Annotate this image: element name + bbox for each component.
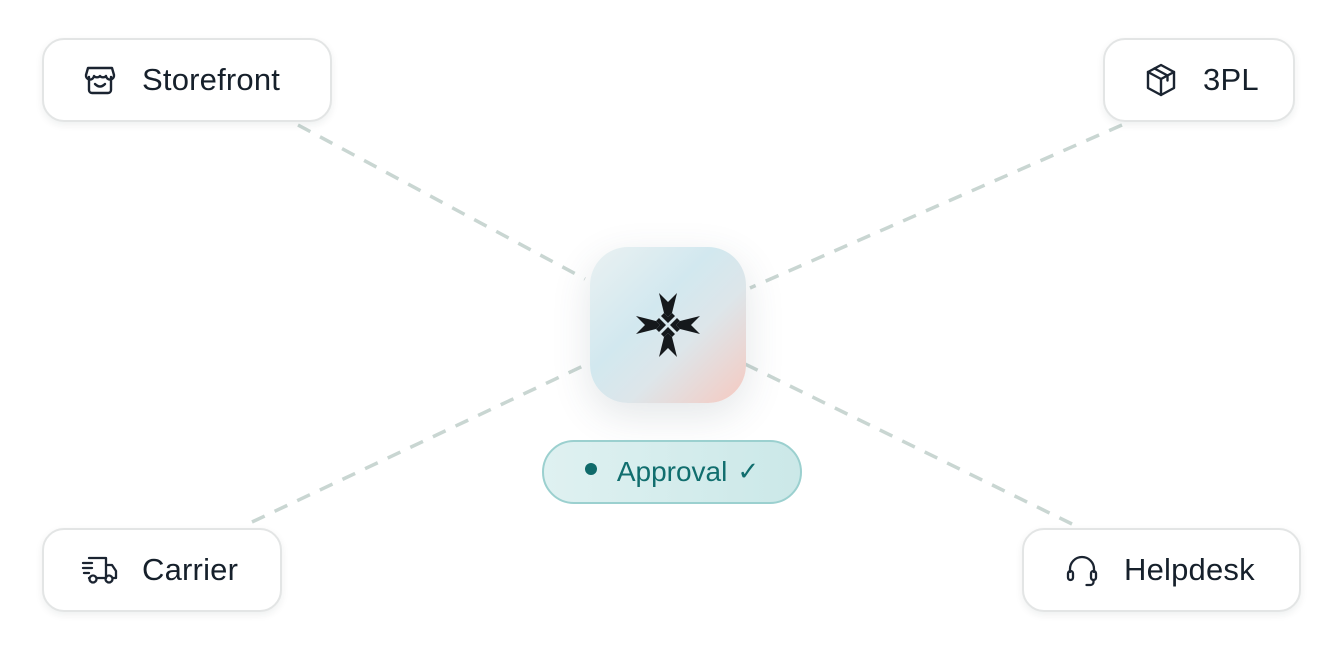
brand-logo-icon: [636, 293, 700, 357]
helpdesk-label: Helpdesk: [1124, 552, 1255, 587]
connector-storefront: [297, 123, 586, 281]
carrier-label: Carrier: [142, 552, 239, 587]
3pl-label: 3PL: [1203, 62, 1259, 97]
carrier-node[interactable]: Carrier: [42, 528, 282, 612]
3pl-node[interactable]: 3PL: [1103, 38, 1295, 122]
truck-icon: [80, 550, 120, 590]
check-icon: ✓: [737, 457, 760, 487]
connector-3pl: [749, 123, 1123, 290]
box-icon: [1141, 60, 1181, 100]
status-dot: [584, 463, 597, 475]
hub-tile[interactable]: [590, 247, 746, 403]
connector-helpdesk: [744, 362, 1073, 526]
approval-badge[interactable]: Approval ✓: [542, 440, 802, 504]
connector-carrier: [251, 364, 584, 524]
helpdesk-node[interactable]: Helpdesk: [1022, 528, 1301, 612]
approval-label: Approval: [616, 456, 728, 487]
headset-icon: [1062, 550, 1102, 590]
storefront-label: Storefront: [142, 62, 281, 97]
storefront-icon: [80, 60, 120, 100]
storefront-node[interactable]: Storefront: [42, 38, 332, 122]
